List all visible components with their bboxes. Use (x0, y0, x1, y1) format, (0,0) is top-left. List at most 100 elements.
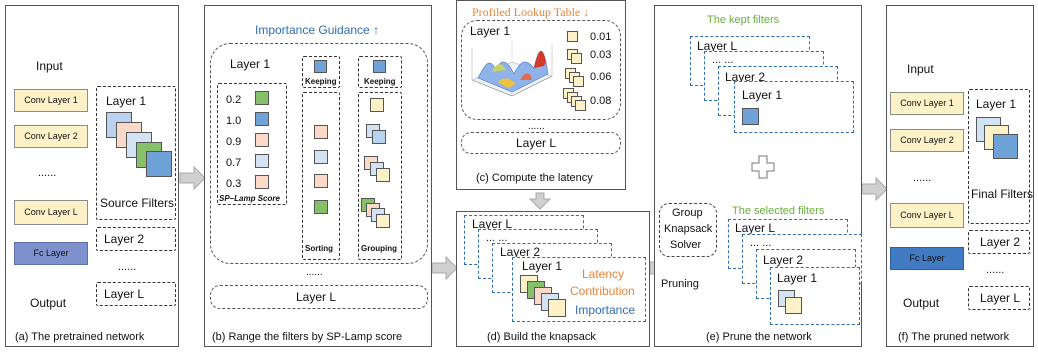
ellipsis: ...... (118, 261, 137, 273)
keeping-label: Keeping (305, 77, 337, 86)
filter-square-yellow (785, 297, 802, 314)
layer-l-box (968, 286, 1030, 310)
conv-layer-l: Conv Layer L (14, 200, 88, 225)
layer-2-box (968, 230, 1030, 254)
ellipsis: ...... (913, 172, 932, 184)
keeping-box (302, 56, 340, 88)
conv-layer-1: Conv Layer 1 (14, 89, 88, 112)
grouping-label: Grouping (361, 244, 397, 253)
layer-1-label: Layer 1 (470, 24, 511, 38)
panel-c (456, 0, 626, 190)
selected-filters-title: The selected filters (732, 205, 825, 217)
layer-l-box (96, 282, 176, 306)
layer-1-box (96, 86, 176, 220)
latency-value: 0.01 (590, 31, 612, 43)
filter-square-blue (314, 60, 327, 73)
ellipsis: ...... (986, 264, 1005, 276)
final-filters-label: Final Filters (971, 187, 1034, 201)
score-value: 0.3 (226, 178, 242, 190)
filter-square-pink (255, 133, 269, 147)
layer-1-region (461, 20, 621, 120)
ellipsis: ...... (38, 167, 57, 179)
sp-lamp-score-label: SP–Lamp Score (219, 194, 280, 203)
panel-f (886, 5, 1034, 347)
flow-arrow-b-d (431, 255, 458, 281)
layer-1-region (210, 43, 428, 264)
grouping-box (358, 92, 402, 260)
solver-box (659, 203, 717, 257)
caption-a: (a) The pretrained network (15, 331, 145, 343)
filter-square-blue (742, 108, 759, 125)
layer-l-region (210, 285, 428, 309)
layer-1-label: Layer 1 (742, 88, 783, 102)
layer-2-label: Layer 2 (725, 70, 766, 84)
caption-f: (f) The pruned network (898, 331, 1010, 343)
layer-l-label: Layer L (980, 291, 1021, 305)
filter-square-lightblue (255, 154, 269, 168)
plus-icon (751, 155, 775, 179)
score-value: 0.7 (226, 157, 242, 169)
layer-2-label: Layer 2 (980, 235, 1021, 249)
conv-layer-2: Conv Layer 2 (890, 129, 964, 152)
layer-2-label: Layer 2 (104, 232, 145, 246)
source-filters-label: Source Filters (100, 196, 175, 210)
kept-filters-title: The kept filters (707, 14, 780, 26)
layer-1-label: Layer 1 (976, 97, 1017, 111)
conv-layer-l: Conv Layer L (890, 203, 964, 228)
importance-label: Importance (575, 303, 636, 317)
filter-square-blue (993, 134, 1018, 159)
caption-d: (d) Build the knapsack (487, 331, 596, 343)
flow-arrow-a-b (179, 165, 206, 191)
layer-l-label: Layer L (472, 217, 513, 231)
solver-line-3: Solver (670, 239, 702, 251)
conv-layer-1: Conv Layer 1 (890, 92, 964, 115)
layer-l-label: Layer L (104, 287, 145, 301)
layer-1-label: Layer 1 (106, 94, 147, 108)
ellipsis: ... ... (486, 232, 508, 244)
ellipsis: ...... (306, 267, 323, 278)
filter-square-pink (255, 175, 269, 189)
layer-l-label: Layer L (697, 39, 738, 53)
caption-c: (c) Compute the latency (476, 172, 593, 184)
ellipsis: ... ... (712, 54, 734, 66)
filter-square-blue (255, 112, 269, 126)
solver-line-1: Group (672, 207, 703, 219)
importance-guidance-title: Importance Guidance ↑ (255, 23, 380, 37)
latency-value: 0.03 (590, 49, 612, 61)
ellipsis: ... ... (750, 237, 772, 249)
layer-l-region (461, 132, 621, 154)
filter-square-yellow (370, 98, 384, 112)
filter-square-yellow (573, 76, 584, 87)
filter-square-yellow (571, 53, 582, 64)
flow-arrow-c-d (528, 192, 552, 210)
layer-2-label: Layer 2 (500, 245, 541, 259)
sorting-box (302, 92, 340, 260)
filter-square-yellow (548, 299, 566, 317)
latency-value: 0.06 (590, 71, 612, 83)
keeping-label: Keeping (364, 77, 396, 86)
score-value: 1.0 (226, 115, 242, 127)
ellipsis: ...... (528, 121, 545, 132)
score-value: 0.9 (226, 136, 242, 148)
filter-square (146, 151, 172, 177)
fc-layer: Fc Layer (890, 247, 964, 270)
filter-square-yellow (575, 100, 586, 111)
pruning-label: Pruning (661, 278, 699, 290)
layer-l-label: Layer L (516, 136, 557, 150)
filter-square-green (255, 91, 269, 105)
latency-label: Latency (582, 267, 625, 281)
contribution-label: Contribution (570, 284, 635, 298)
filter-square-yellow (376, 214, 390, 228)
layer-2-box (96, 227, 176, 251)
output-label: Output (903, 296, 940, 310)
filter-square-blue (372, 130, 386, 144)
filter-square-green (314, 200, 328, 214)
layer-1-label: Layer 1 (777, 271, 818, 285)
conv-layer-2: Conv Layer 2 (14, 125, 88, 148)
layer-2-label: Layer 2 (763, 253, 804, 267)
score-box (217, 83, 287, 205)
filter-square-yellow (376, 168, 390, 182)
sorting-label: Sorting (305, 244, 333, 253)
layer-l-label: Layer L (735, 221, 776, 235)
input-label: Input (36, 59, 63, 73)
